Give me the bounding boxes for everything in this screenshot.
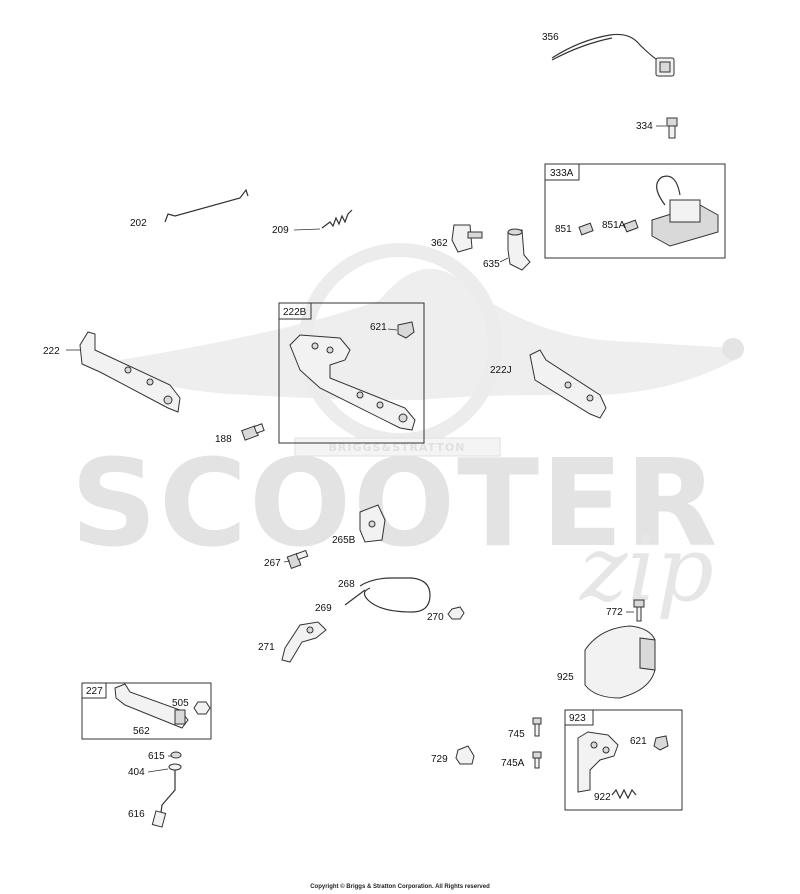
watermark-script: zip: [579, 517, 714, 622]
part-222B-bracket-box: 222B 621: [278, 302, 425, 444]
label-222B: 222B: [283, 307, 307, 318]
part-925-cover: 925: [557, 625, 656, 699]
label-362: 362: [431, 238, 448, 249]
part-333A-armature-box: 333A 851 851A: [544, 163, 726, 259]
label-635: 635: [483, 259, 500, 270]
watermark-swoosh-shape: [120, 268, 735, 400]
part-188-screw: 188: [215, 423, 265, 445]
watermark-dot-icon: [722, 338, 744, 360]
watermark-brand-big: SCOOTER: [71, 435, 720, 574]
part-334-screw: 334: [636, 117, 678, 139]
label-923: 923: [569, 713, 586, 724]
label-922: 922: [594, 792, 611, 803]
label-209: 209: [272, 225, 289, 236]
part-227-lever-box: 227 505 562: [81, 682, 212, 740]
label-269: 269: [315, 603, 332, 614]
part-202-governor-link: 202: [130, 188, 249, 229]
part-362-connector: 362: [431, 224, 483, 253]
copyright-notice: Copyright © Briggs & Stratton Corporatio…: [310, 884, 490, 890]
label-265B: 265B: [332, 535, 356, 546]
part-222J-bracket: 222J: [490, 349, 607, 419]
label-404: 404: [128, 767, 145, 778]
watermark-brand-small: BRIGGS&STRATTON: [329, 441, 466, 454]
part-923-bracket-box: 923 621 922: [564, 709, 683, 811]
label-333A: 333A: [550, 168, 574, 179]
label-621-upper: 621: [370, 322, 387, 333]
label-615: 615: [148, 751, 165, 762]
part-616-rod-assembly: 615 404 616: [128, 751, 182, 828]
part-265B-clip: 265B: [332, 504, 386, 546]
label-851A: 851A: [602, 220, 626, 231]
part-267-screw: 267: [264, 549, 309, 569]
label-562: 562: [133, 726, 150, 737]
label-851: 851: [555, 224, 572, 235]
watermark: BRIGGS&STRATTON SCOOTER zip: [71, 243, 744, 622]
label-745A: 745A: [501, 758, 525, 769]
label-505: 505: [172, 698, 189, 709]
label-188: 188: [215, 434, 232, 445]
part-268-cable: 268 269: [315, 577, 431, 614]
label-271: 271: [258, 642, 275, 653]
label-202: 202: [130, 218, 147, 229]
label-267: 267: [264, 558, 281, 569]
label-334: 334: [636, 121, 653, 132]
part-772-screw: 772: [606, 599, 645, 622]
part-222-control-bracket: 222: [43, 331, 181, 413]
label-222: 222: [43, 346, 60, 357]
label-227: 227: [86, 686, 103, 697]
label-621-lower: 621: [630, 736, 647, 747]
label-745: 745: [508, 729, 525, 740]
part-729-clip: 729: [431, 745, 475, 765]
part-270-nut: 270: [427, 606, 465, 623]
part-745-screw: 745: [508, 717, 542, 740]
label-222J: 222J: [490, 365, 512, 376]
part-356-wire-lead: 356: [542, 32, 675, 77]
part-271-lever: 271: [258, 621, 327, 663]
part-745A-screw: 745A: [501, 751, 542, 769]
part-635-elbow: 635: [483, 228, 531, 271]
part-209-spring: 209: [272, 209, 353, 236]
label-356: 356: [542, 32, 559, 43]
label-616: 616: [128, 809, 145, 820]
label-268: 268: [338, 579, 355, 590]
label-925: 925: [557, 672, 574, 683]
label-772: 772: [606, 607, 623, 618]
label-270: 270: [427, 612, 444, 623]
label-729: 729: [431, 754, 448, 765]
